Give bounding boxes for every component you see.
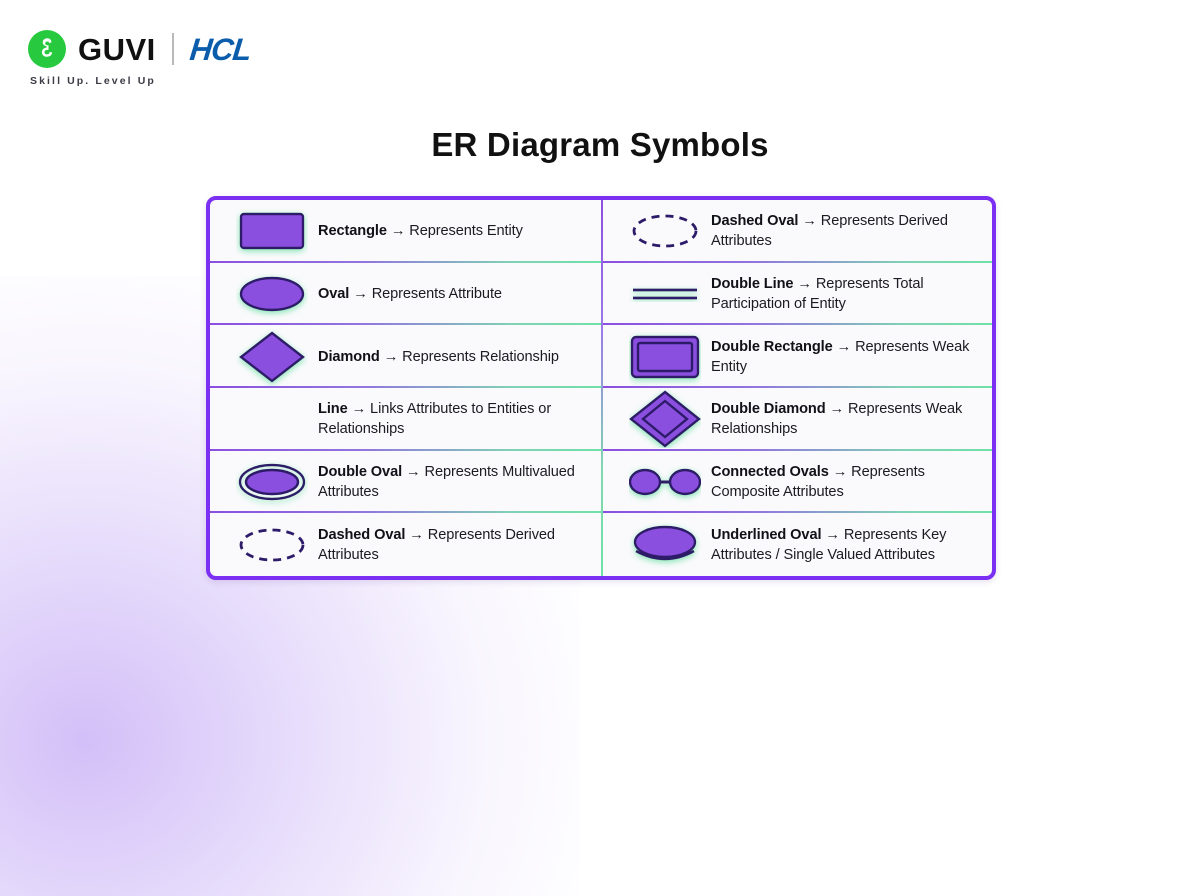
- symbol-row: Oval → Represents Attribute: [210, 263, 601, 326]
- page-title: ER Diagram Symbols: [431, 126, 769, 163]
- underlined-oval-icon: [619, 516, 711, 574]
- symbol-term: Double Line: [711, 275, 794, 292]
- symbol-term: Dashed Oval: [318, 526, 406, 543]
- double-oval-icon: [226, 453, 318, 511]
- arrow-icon: →: [383, 348, 399, 365]
- symbol-term: Double Oval: [318, 463, 403, 480]
- symbol-description: Rectangle → Represents Entity: [318, 221, 523, 241]
- double-line-icon: [619, 265, 711, 323]
- arrow-icon: →: [829, 401, 845, 418]
- symbol-term: Oval: [318, 285, 350, 302]
- symbol-description: Double Rectangle → Represents Weak Entit…: [711, 337, 982, 377]
- symbol-meaning: Represents Weak Relationships: [711, 401, 963, 438]
- symbol-meaning: Represents Weak Entity: [711, 338, 970, 375]
- symbol-row: Double Oval → Represents Multivalued Att…: [210, 451, 601, 514]
- diamond-icon: [226, 328, 318, 386]
- symbol-term: Double Rectangle: [711, 338, 833, 355]
- symbol-description: Double Line → Represents Total Participa…: [711, 274, 982, 314]
- connected-ovals-icon: [619, 453, 711, 511]
- guvi-circle-g-icon: [28, 30, 66, 68]
- symbol-meaning: Represents Entity: [409, 223, 523, 240]
- rectangle-icon: [226, 202, 318, 260]
- symbol-meaning: Represents Multivalued Attributes: [318, 463, 575, 501]
- symbol-row: Line → Links Attributes to Entities or R…: [210, 388, 601, 451]
- symbol-term: Connected Ovals: [711, 463, 829, 480]
- hcl-wordmark: HCL: [187, 31, 253, 67]
- symbol-term: Diamond: [318, 348, 380, 365]
- column-divider: [601, 200, 603, 576]
- dashed-oval-icon: [619, 202, 711, 260]
- arrow-icon: →: [351, 401, 367, 418]
- symbol-row: Double Line → Represents Total Participa…: [603, 263, 992, 326]
- arrow-icon: →: [353, 285, 368, 302]
- symbol-description: Double Oval → Represents Multivalued Att…: [318, 462, 591, 502]
- brand-tagline: Skill Up. Level Up: [30, 75, 156, 87]
- symbol-term: Line: [318, 401, 348, 418]
- arrow-icon: →: [409, 526, 424, 543]
- arrow-icon: →: [825, 526, 840, 543]
- arrow-icon: →: [832, 463, 848, 480]
- symbol-term: Underlined Oval: [711, 526, 822, 543]
- oval-icon: [226, 265, 318, 323]
- symbol-row: Connected Ovals → Represents Composite A…: [603, 451, 992, 514]
- double-diamond-icon: [619, 390, 711, 448]
- symbol-meaning: Links Attributes to Entities or Relation…: [318, 401, 552, 438]
- symbol-description: Double Diamond → Represents Weak Relatio…: [711, 399, 982, 439]
- symbol-meaning: Represents Attribute: [371, 285, 502, 302]
- arrow-icon: →: [802, 213, 817, 230]
- arrow-icon: →: [797, 275, 812, 292]
- symbol-description: Underlined Oval → Represents Key Attribu…: [711, 525, 982, 565]
- double-rectangle-icon: [619, 328, 711, 386]
- symbol-meaning: Represents Key Attributes / Single Value…: [711, 526, 947, 563]
- symbol-row: Double Rectangle → Represents Weak Entit…: [603, 325, 992, 388]
- arrow-icon: →: [390, 223, 406, 240]
- symbol-description: Line → Links Attributes to Entities or R…: [318, 399, 591, 439]
- symbol-meaning: Represents Total Participation of Entity: [711, 275, 924, 312]
- symbol-row: Double Diamond → Represents Weak Relatio…: [603, 388, 992, 451]
- line-icon: [226, 390, 318, 448]
- dashed-oval-icon: [226, 516, 318, 574]
- symbol-row: Underlined Oval → Represents Key Attribu…: [603, 513, 992, 576]
- symbol-row: Diamond → Represents Relationship: [210, 325, 601, 388]
- symbol-term: Dashed Oval: [711, 213, 799, 230]
- symbol-meaning: Represents Composite Attributes: [711, 463, 925, 501]
- symbol-row: Dashed Oval → Represents Derived Attribu…: [603, 200, 992, 263]
- symbol-row: Rectangle → Represents Entity: [210, 200, 601, 263]
- symbol-description: Diamond → Represents Relationship: [318, 347, 559, 367]
- symbol-term: Rectangle: [318, 223, 387, 240]
- brand-separator: [171, 33, 174, 65]
- guvi-wordmark: GUVI: [78, 31, 156, 67]
- symbol-description: Dashed Oval → Represents Derived Attribu…: [318, 525, 591, 565]
- symbol-meaning: Represents Relationship: [402, 348, 559, 365]
- arrow-icon: →: [836, 338, 852, 355]
- brand-header: GUVI HCL Skill Up. Level Up: [28, 30, 253, 87]
- symbols-right-column: Dashed Oval → Represents Derived Attribu…: [601, 200, 992, 576]
- symbol-term: Double Diamond: [711, 401, 826, 418]
- symbol-description: Connected Ovals → Represents Composite A…: [711, 462, 982, 502]
- brand-logo-row: GUVI HCL: [28, 30, 253, 68]
- arrow-icon: →: [406, 463, 421, 480]
- symbol-meaning: Represents Derived Attributes: [318, 526, 555, 563]
- symbol-row: Dashed Oval → Represents Derived Attribu…: [210, 513, 601, 576]
- symbol-meaning: Represents Derived Attributes: [711, 213, 948, 250]
- symbol-description: Oval → Represents Attribute: [318, 284, 502, 304]
- symbol-description: Dashed Oval → Represents Derived Attribu…: [711, 211, 982, 251]
